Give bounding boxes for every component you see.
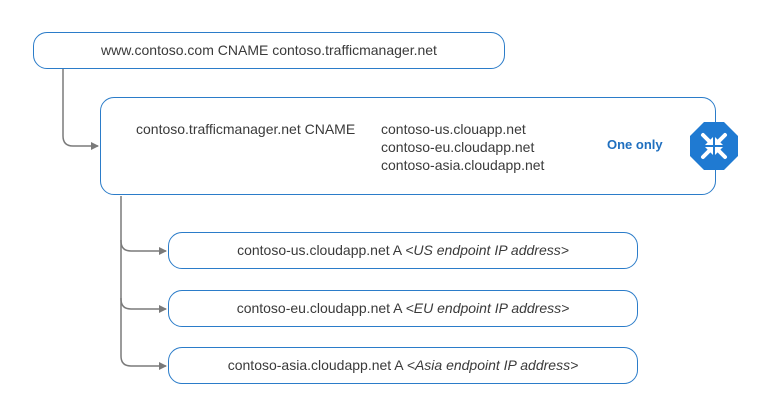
endpoint-record-eu-address: <EU endpoint IP address> <box>405 300 570 316</box>
top-cname-record: www.contoso.com CNAME contoso.trafficman… <box>33 32 505 69</box>
tm-cname-label: contoso.trafficmanager.net CNAME <box>136 121 356 137</box>
traffic-manager-record-box: contoso.trafficmanager.net CNAME contoso… <box>100 97 716 195</box>
one-only-label: One only <box>607 137 663 152</box>
endpoint-record-asia: contoso-asia.cloudapp.net A <Asia endpoi… <box>168 347 638 384</box>
tm-target-asia: contoso-asia.cloudapp.net <box>381 157 545 173</box>
endpoint-record-us: contoso-us.cloudapp.net A <US endpoint I… <box>168 232 638 269</box>
endpoint-record-asia-name: contoso-asia.cloudapp.net A <box>227 357 403 373</box>
tm-target-us: contoso-us.clouapp.net <box>381 121 526 137</box>
endpoint-record-us-name: contoso-us.cloudapp.net A <box>237 242 402 258</box>
connector-top-to-tm <box>62 69 99 150</box>
traffic-manager-icon <box>690 122 738 170</box>
connector-tm-to-asia <box>120 298 167 370</box>
endpoint-record-us-address: <US endpoint IP address> <box>405 242 569 258</box>
connector-tm-to-us <box>120 196 167 255</box>
endpoint-record-eu: contoso-eu.cloudapp.net A <EU endpoint I… <box>168 290 638 327</box>
tm-target-eu: contoso-eu.cloudapp.net <box>381 139 535 155</box>
top-cname-text: www.contoso.com CNAME contoso.trafficman… <box>101 42 437 58</box>
endpoint-record-asia-address: <Asia endpoint IP address> <box>406 357 579 373</box>
endpoint-record-eu-name: contoso-eu.cloudapp.net A <box>236 300 402 316</box>
